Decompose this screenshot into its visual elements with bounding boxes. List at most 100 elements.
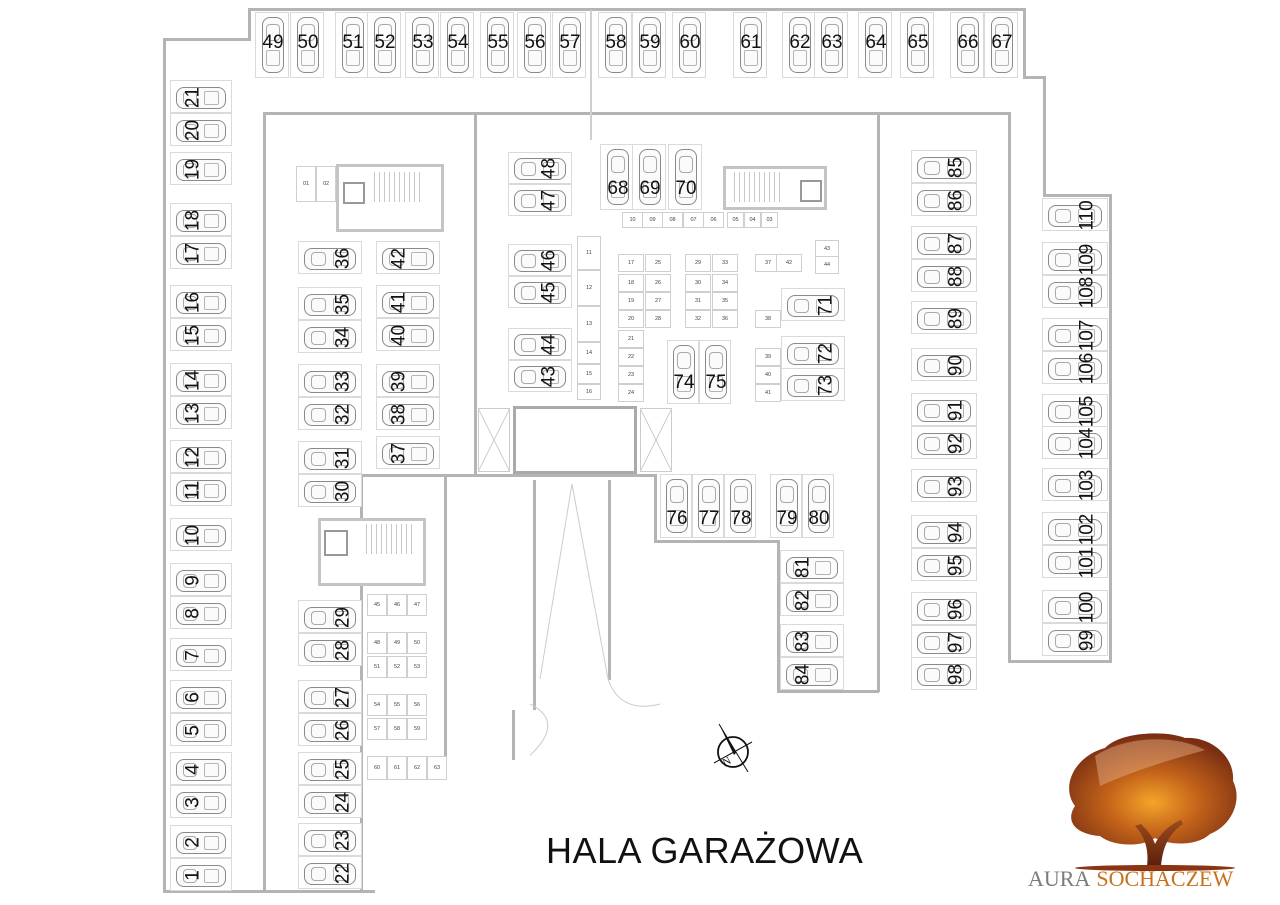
storage-unit[interactable]: 13 xyxy=(577,306,601,342)
storage-unit[interactable]: 19 xyxy=(618,292,644,310)
storage-unit[interactable]: 50 xyxy=(407,632,427,654)
storage-unit[interactable]: 60 xyxy=(367,756,387,780)
storage-unit[interactable]: 29 xyxy=(685,254,711,272)
parking-spot[interactable]: 35 xyxy=(298,287,362,320)
parking-spot[interactable]: 10 xyxy=(170,518,232,551)
parking-spot[interactable]: 15 xyxy=(170,318,232,351)
parking-spot[interactable]: 24 xyxy=(298,785,362,818)
parking-spot[interactable]: 100 xyxy=(1042,590,1108,623)
storage-unit[interactable]: 46 xyxy=(387,594,407,616)
storage-unit[interactable]: 09 xyxy=(642,212,663,228)
parking-spot[interactable]: 93 xyxy=(911,469,977,502)
parking-spot[interactable]: 66 xyxy=(950,12,984,78)
parking-spot[interactable]: 5 xyxy=(170,713,232,746)
storage-unit[interactable]: 12 xyxy=(577,270,601,306)
storage-unit[interactable]: 24 xyxy=(618,384,644,402)
parking-spot[interactable]: 110 xyxy=(1042,198,1108,231)
parking-spot[interactable]: 77 xyxy=(692,474,724,538)
parking-spot[interactable]: 74 xyxy=(667,340,699,404)
storage-unit[interactable]: 63 xyxy=(427,756,447,780)
parking-spot[interactable]: 86 xyxy=(911,183,977,216)
parking-spot[interactable]: 88 xyxy=(911,259,977,292)
storage-unit[interactable]: 33 xyxy=(712,254,738,272)
parking-spot[interactable]: 4 xyxy=(170,752,232,785)
parking-spot[interactable]: 56 xyxy=(517,12,551,78)
parking-spot[interactable]: 48 xyxy=(508,152,572,184)
parking-spot[interactable]: 45 xyxy=(508,276,572,308)
parking-spot[interactable]: 34 xyxy=(298,320,362,353)
storage-unit[interactable]: 05 xyxy=(727,212,744,228)
storage-unit[interactable]: 61 xyxy=(387,756,407,780)
parking-spot[interactable]: 73 xyxy=(781,368,845,401)
parking-spot[interactable]: 70 xyxy=(668,144,702,210)
storage-unit[interactable]: 26 xyxy=(645,274,671,292)
storage-unit[interactable]: 59 xyxy=(407,718,427,740)
parking-spot[interactable]: 12 xyxy=(170,440,232,473)
storage-unit[interactable]: 40 xyxy=(755,366,781,384)
storage-unit[interactable]: 14 xyxy=(577,342,601,364)
parking-spot[interactable]: 39 xyxy=(376,364,440,397)
storage-unit[interactable]: 56 xyxy=(407,694,427,716)
parking-spot[interactable]: 55 xyxy=(480,12,514,78)
storage-unit[interactable]: 32 xyxy=(685,310,711,328)
storage-unit[interactable]: 48 xyxy=(367,632,387,654)
storage-unit[interactable]: 07 xyxy=(683,212,704,228)
storage-unit[interactable]: 10 xyxy=(622,212,643,228)
storage-unit[interactable]: 55 xyxy=(387,694,407,716)
parking-spot[interactable]: 30 xyxy=(298,474,362,507)
storage-unit[interactable]: 53 xyxy=(407,656,427,678)
parking-spot[interactable]: 106 xyxy=(1042,351,1108,384)
parking-spot[interactable]: 107 xyxy=(1042,318,1108,351)
parking-spot[interactable]: 76 xyxy=(660,474,692,538)
parking-spot[interactable]: 23 xyxy=(298,823,362,856)
parking-spot[interactable]: 3 xyxy=(170,785,232,818)
parking-spot[interactable]: 84 xyxy=(780,657,844,690)
parking-spot[interactable]: 64 xyxy=(858,12,892,78)
parking-spot[interactable]: 108 xyxy=(1042,275,1108,308)
parking-spot[interactable]: 19 xyxy=(170,152,232,185)
parking-spot[interactable]: 95 xyxy=(911,548,977,581)
parking-spot[interactable]: 38 xyxy=(376,397,440,430)
parking-spot[interactable]: 90 xyxy=(911,348,977,381)
parking-spot[interactable]: 85 xyxy=(911,150,977,183)
parking-spot[interactable]: 53 xyxy=(405,12,439,78)
parking-spot[interactable]: 14 xyxy=(170,363,232,396)
parking-spot[interactable]: 68 xyxy=(600,144,634,210)
parking-spot[interactable]: 43 xyxy=(508,360,572,392)
parking-spot[interactable]: 28 xyxy=(298,633,362,666)
parking-spot[interactable]: 94 xyxy=(911,515,977,548)
storage-unit[interactable]: 27 xyxy=(645,292,671,310)
parking-spot[interactable]: 18 xyxy=(170,203,232,236)
storage-unit[interactable]: 03 xyxy=(761,212,778,228)
parking-spot[interactable]: 29 xyxy=(298,600,362,633)
storage-unit[interactable]: 08 xyxy=(662,212,683,228)
parking-spot[interactable]: 25 xyxy=(298,752,362,785)
parking-spot[interactable]: 71 xyxy=(781,288,845,321)
storage-unit[interactable]: 28 xyxy=(645,310,671,328)
parking-spot[interactable]: 57 xyxy=(552,12,586,78)
storage-unit[interactable]: 35 xyxy=(712,292,738,310)
storage-unit[interactable]: 06 xyxy=(703,212,724,228)
parking-spot[interactable]: 37 xyxy=(376,436,440,469)
parking-spot[interactable]: 40 xyxy=(376,318,440,351)
parking-spot[interactable]: 91 xyxy=(911,393,977,426)
storage-unit[interactable]: 11 xyxy=(577,236,601,270)
storage-unit[interactable]: 44 xyxy=(815,256,839,274)
storage-unit[interactable]: 04 xyxy=(744,212,761,228)
parking-spot[interactable]: 11 xyxy=(170,473,232,506)
storage-unit[interactable]: 22 xyxy=(618,348,644,366)
storage-unit[interactable]: 38 xyxy=(755,310,781,328)
parking-spot[interactable]: 109 xyxy=(1042,242,1108,275)
storage-unit[interactable]: 51 xyxy=(367,656,387,678)
parking-spot[interactable]: 92 xyxy=(911,426,977,459)
storage-unit[interactable]: 31 xyxy=(685,292,711,310)
storage-unit[interactable]: 16 xyxy=(577,384,601,400)
parking-spot[interactable]: 1 xyxy=(170,858,232,891)
parking-spot[interactable]: 59 xyxy=(632,12,666,78)
storage-unit[interactable]: 25 xyxy=(645,254,671,272)
parking-spot[interactable]: 67 xyxy=(984,12,1018,78)
parking-spot[interactable]: 49 xyxy=(255,12,289,78)
parking-spot[interactable]: 51 xyxy=(335,12,369,78)
parking-spot[interactable]: 6 xyxy=(170,680,232,713)
parking-spot[interactable]: 78 xyxy=(724,474,756,538)
